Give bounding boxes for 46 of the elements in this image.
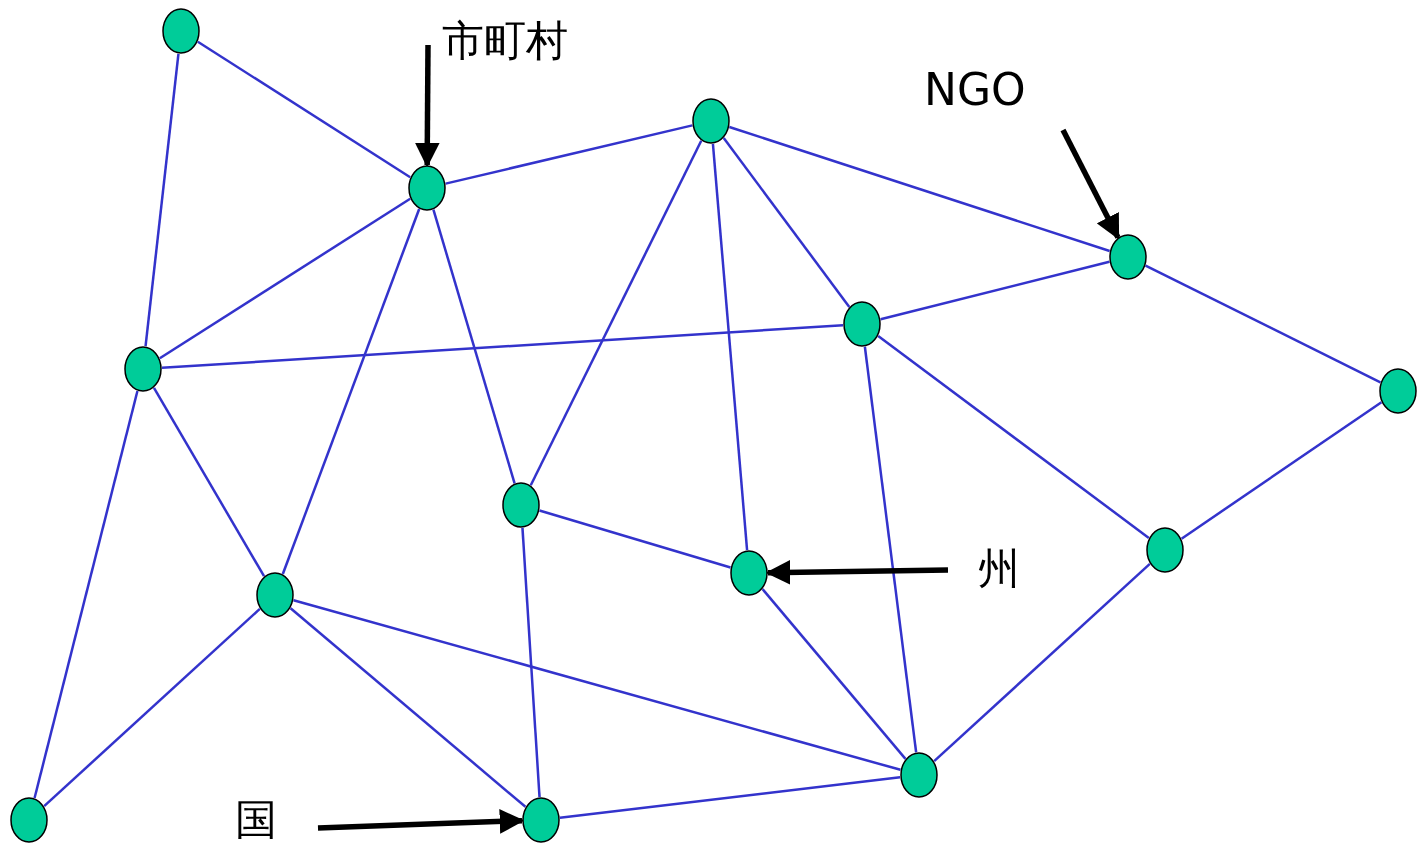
connector-line: [559, 776, 901, 819]
connector-line: [152, 387, 266, 577]
node-label: 国: [235, 797, 277, 844]
connector-line: [281, 208, 421, 575]
network-node: [162, 8, 200, 54]
network-node: [1146, 527, 1184, 573]
connector-line: [1145, 264, 1381, 384]
connector-line: [539, 509, 731, 569]
node-label: NGO: [924, 66, 1026, 115]
connector-line: [197, 40, 411, 179]
network-node: [124, 346, 162, 392]
network-node: [1379, 368, 1417, 414]
connector-line: [761, 588, 907, 760]
network-node: [522, 797, 560, 843]
network-node: [10, 797, 48, 843]
connector-line: [877, 335, 1150, 539]
network-node: [1109, 234, 1147, 280]
connector-line: [161, 323, 844, 370]
connector-line: [722, 137, 851, 308]
arrow: [414, 45, 440, 168]
network-node: [730, 550, 768, 596]
arrow: [1060, 128, 1121, 240]
connector-line: [711, 143, 749, 551]
node-label: 市町村: [442, 18, 568, 65]
connector-line: [159, 197, 411, 360]
connector-line: [880, 260, 1110, 321]
connector-line: [933, 562, 1151, 763]
connector-line: [863, 346, 918, 753]
network-node: [900, 752, 938, 798]
connector-line: [529, 140, 703, 486]
connector-line: [1180, 401, 1383, 540]
connector-line: [432, 209, 516, 484]
network-node: [408, 165, 446, 211]
connector-line: [728, 125, 1111, 253]
network-node: [256, 572, 294, 618]
connector-line: [33, 390, 139, 799]
connector-line: [289, 607, 527, 808]
network-node: [843, 301, 881, 347]
node-label: 州: [978, 546, 1020, 593]
connector-line: [445, 124, 693, 185]
network-node: [502, 482, 540, 528]
connector-line: [521, 527, 541, 798]
connector-line: [144, 53, 180, 347]
network-node: [692, 98, 730, 144]
connector-line: [43, 607, 261, 808]
connector-line: [293, 598, 901, 772]
